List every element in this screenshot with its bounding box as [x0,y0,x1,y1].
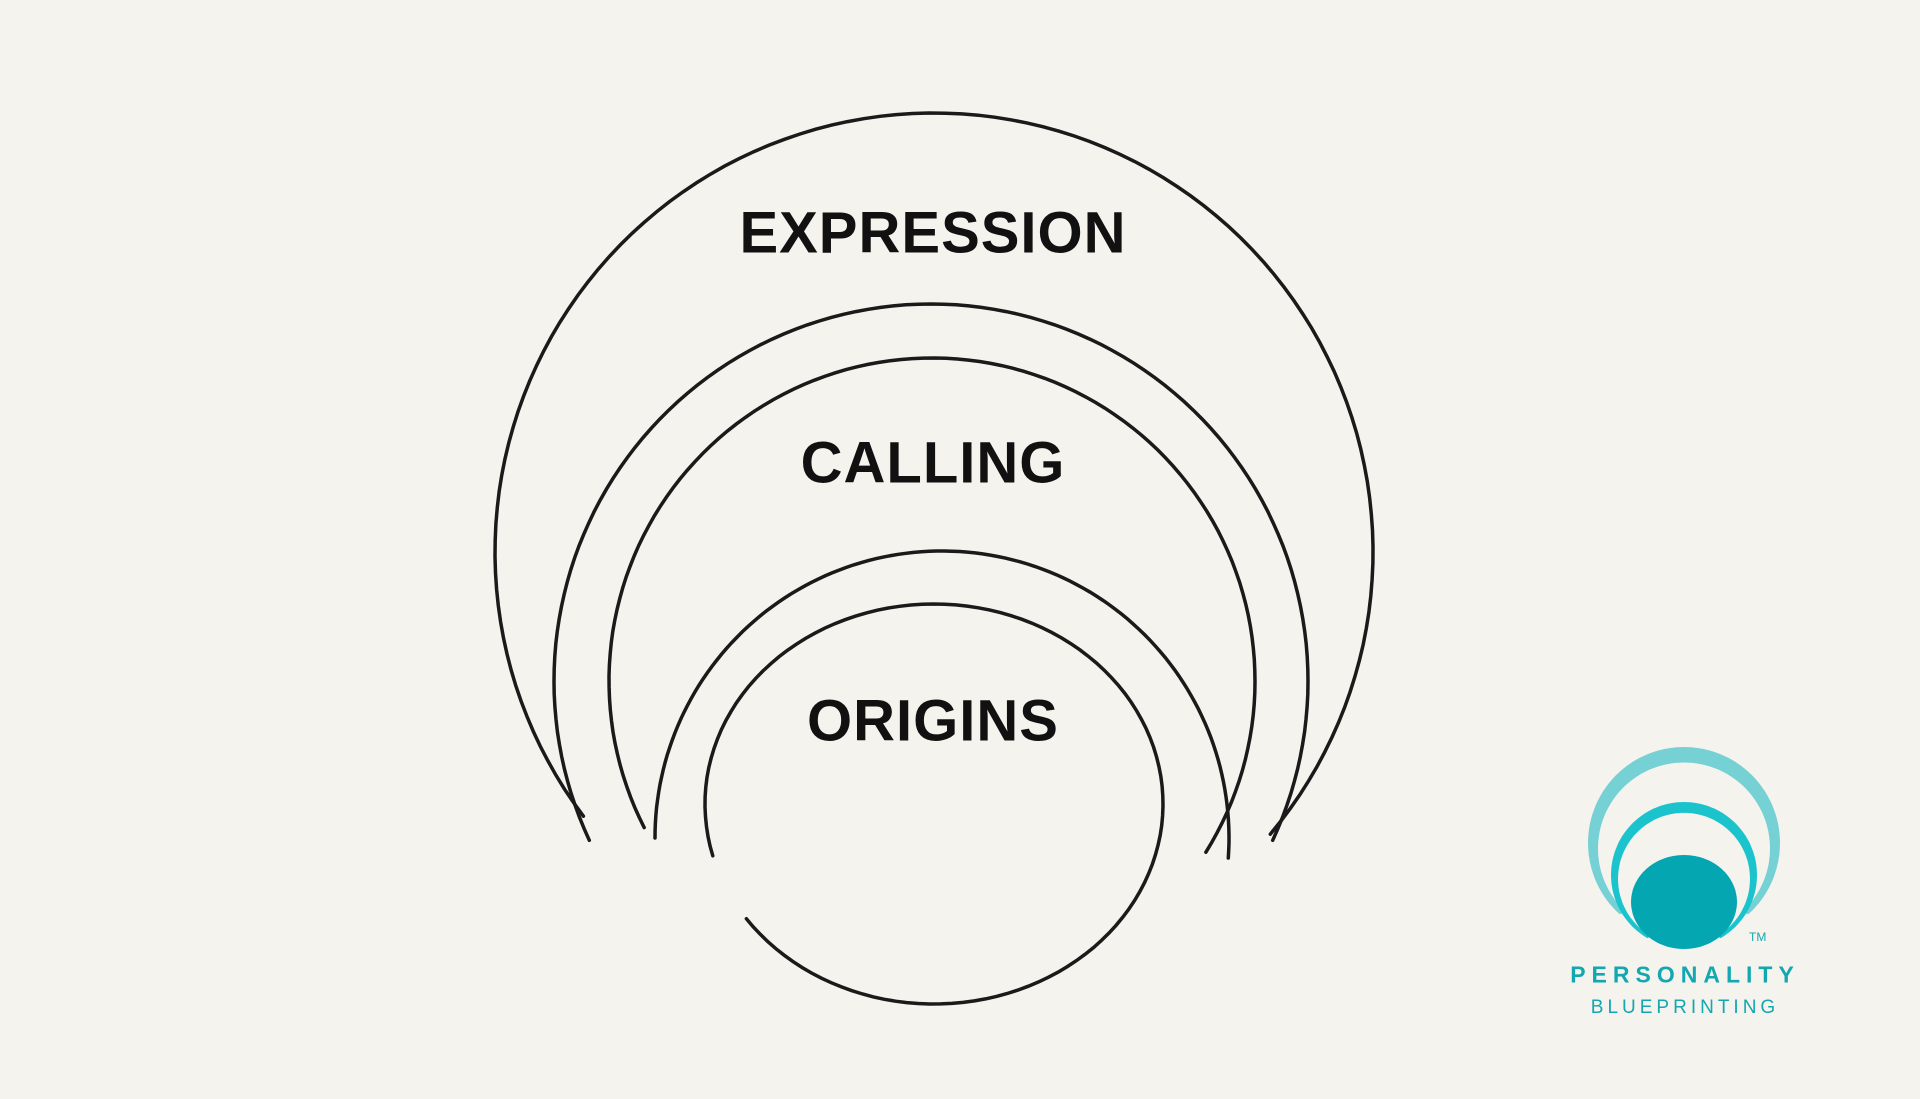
calling-inner-arc [653,549,1231,860]
expression-outer-arc [493,111,1375,836]
personality-blueprinting-logo [1588,747,1780,949]
calling-label: CALLING [800,430,1066,496]
calling-outer-arc [607,356,1257,854]
expression-inner-arc [552,302,1310,843]
logo-inner-circle [1631,855,1737,949]
brand-name-line2: BLUEPRINTING [1590,997,1780,1018]
origins-circle [703,602,1165,1006]
origins-label: ORIGINS [807,688,1059,754]
expression-label: EXPRESSION [739,200,1127,266]
trademark-mark: TM [1749,930,1767,944]
logo-outer-crescent [1588,747,1780,915]
brand-name-line1: PERSONALITY [1570,961,1800,988]
